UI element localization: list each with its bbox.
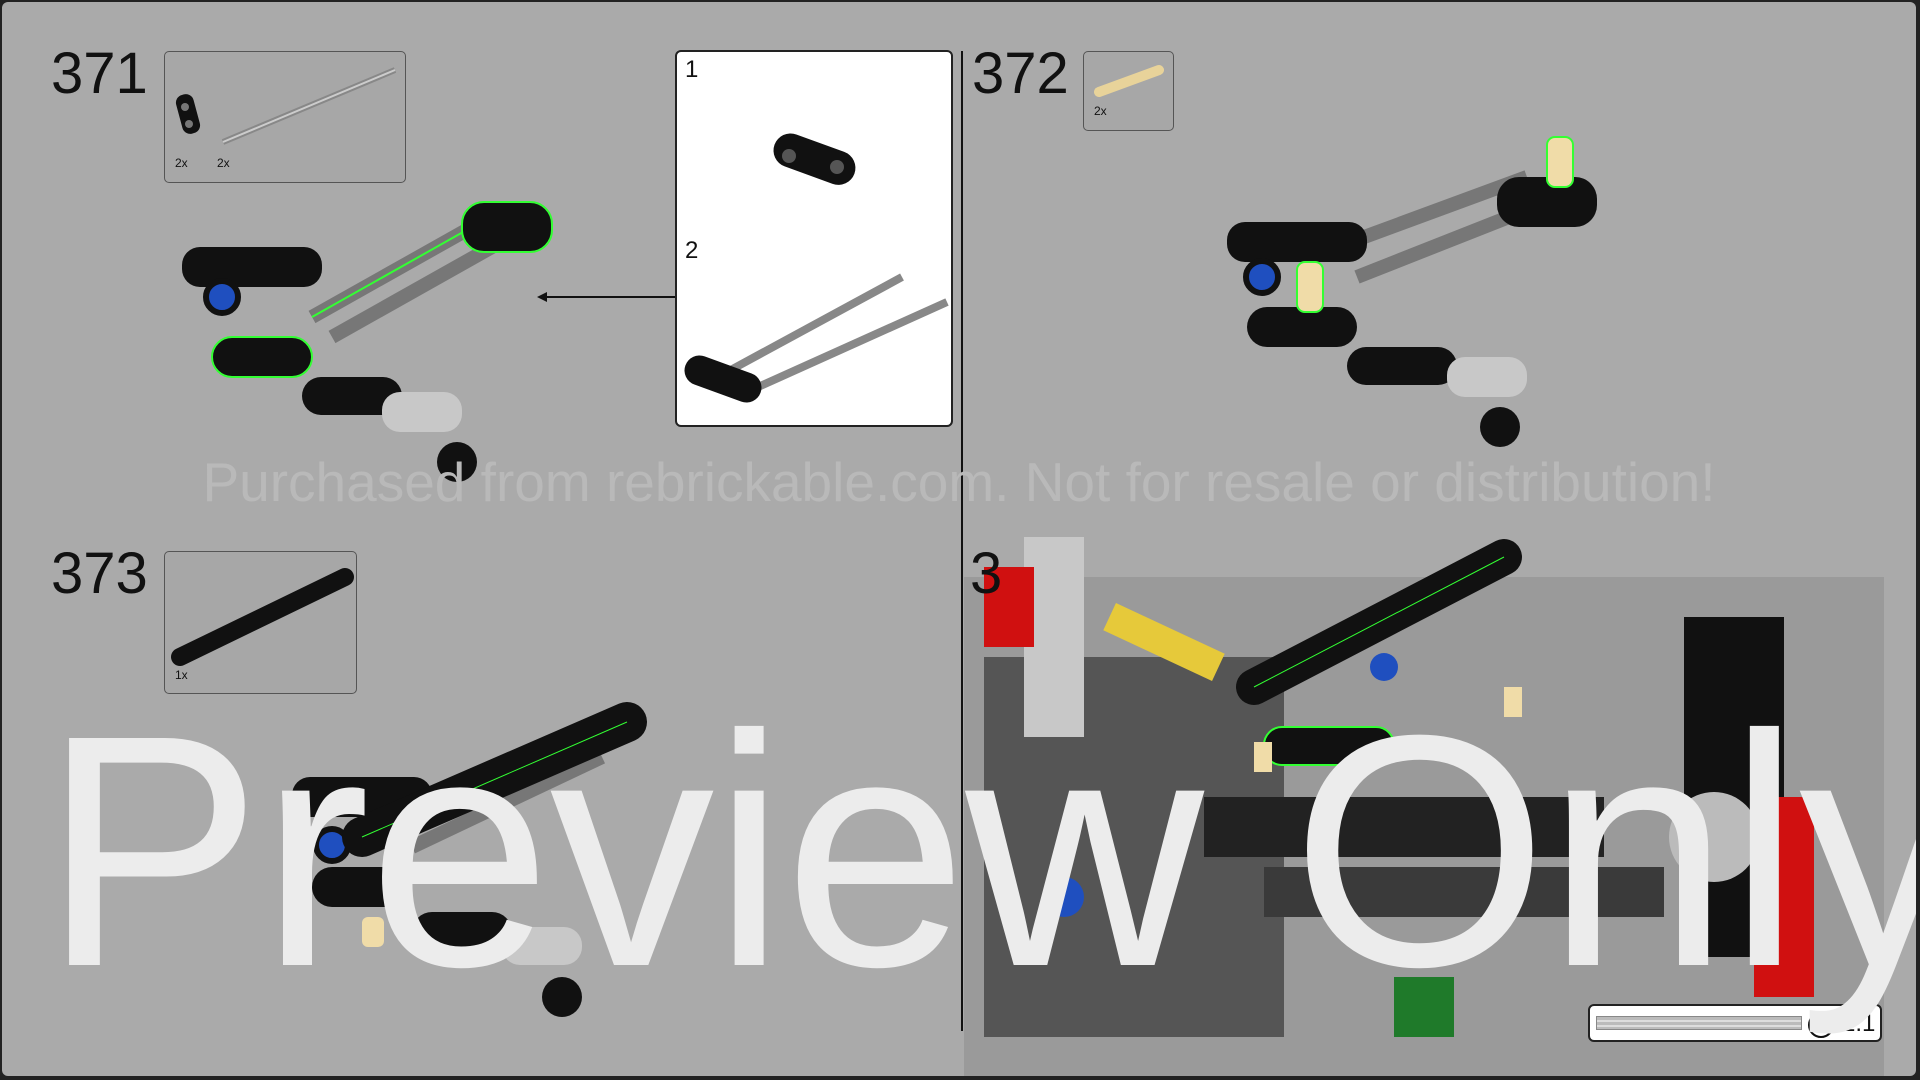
subassembly-callout: 1 2: [675, 50, 953, 427]
part-qty: 2x: [217, 156, 230, 170]
arrow-icon: [537, 292, 675, 302]
main-model-assembly: [964, 537, 1884, 1076]
step-number-next: 3: [970, 541, 1003, 606]
substep-2-assembly: [684, 273, 949, 403]
part-qty: 2x: [175, 156, 188, 170]
step-number-373: 373: [51, 541, 148, 606]
substep-number: 1: [685, 56, 699, 83]
model-step-371: [182, 201, 553, 482]
preview-watermark: Preview Only: [42, 666, 1916, 1035]
parts-list-373: 1x: [164, 551, 357, 694]
scale-ratio: 1:1: [1842, 1010, 1876, 1037]
scale-ruler: 9 1:1: [1588, 1004, 1882, 1042]
model-step-373: [292, 702, 647, 1017]
part-qty: 1x: [175, 668, 188, 682]
ruler-bar: [1596, 1016, 1802, 1030]
step-divider: [961, 51, 963, 1031]
tan-axle-pin-icon: [1094, 65, 1164, 97]
beam-11-icon: [171, 568, 354, 666]
watermark-notice: Purchased from rebrickable.com. Not for …: [202, 451, 1716, 513]
axle-long-icon: [221, 67, 397, 145]
substep-1-part: [773, 133, 856, 185]
parts-list-372: 2x: [1083, 51, 1174, 131]
scale-callout: 9: [1808, 1012, 1834, 1038]
parts-list-371: 2x 2x: [164, 51, 406, 183]
part-qty: 2x: [1094, 104, 1107, 118]
substep-number: 2: [685, 237, 699, 264]
model-step-372: [1227, 136, 1597, 447]
step-number-371: 371: [51, 41, 148, 106]
step-number-372: 372: [972, 41, 1069, 106]
axle-connector-icon: [175, 94, 201, 134]
